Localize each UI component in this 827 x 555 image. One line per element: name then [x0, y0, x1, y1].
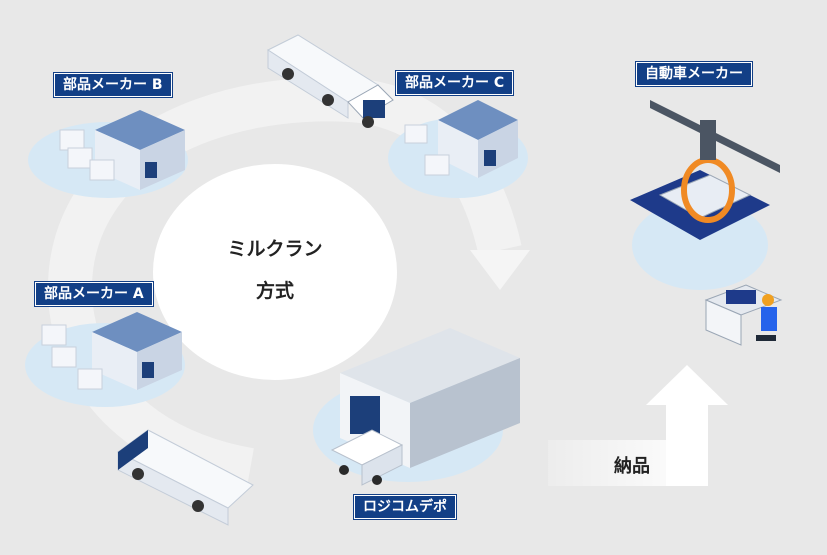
- center-title-line1: ミルクラン: [205, 234, 345, 261]
- delivery-label: 納品: [614, 452, 650, 478]
- depot-label: ロジコムデポ: [354, 495, 456, 519]
- automaker-label: 自動車メーカー: [636, 62, 752, 86]
- operator-station-icon: [706, 285, 781, 345]
- loop-arrowhead-icon: [470, 250, 530, 290]
- maker-a-label: 部品メーカー A: [35, 282, 153, 306]
- maker-c-label: 部品メーカー C: [396, 71, 513, 95]
- center-oval: [153, 164, 397, 380]
- center-title-line2: 方式: [205, 276, 345, 303]
- up-arrow-icon: [646, 365, 728, 405]
- maker-b-label: 部品メーカー B: [54, 73, 172, 97]
